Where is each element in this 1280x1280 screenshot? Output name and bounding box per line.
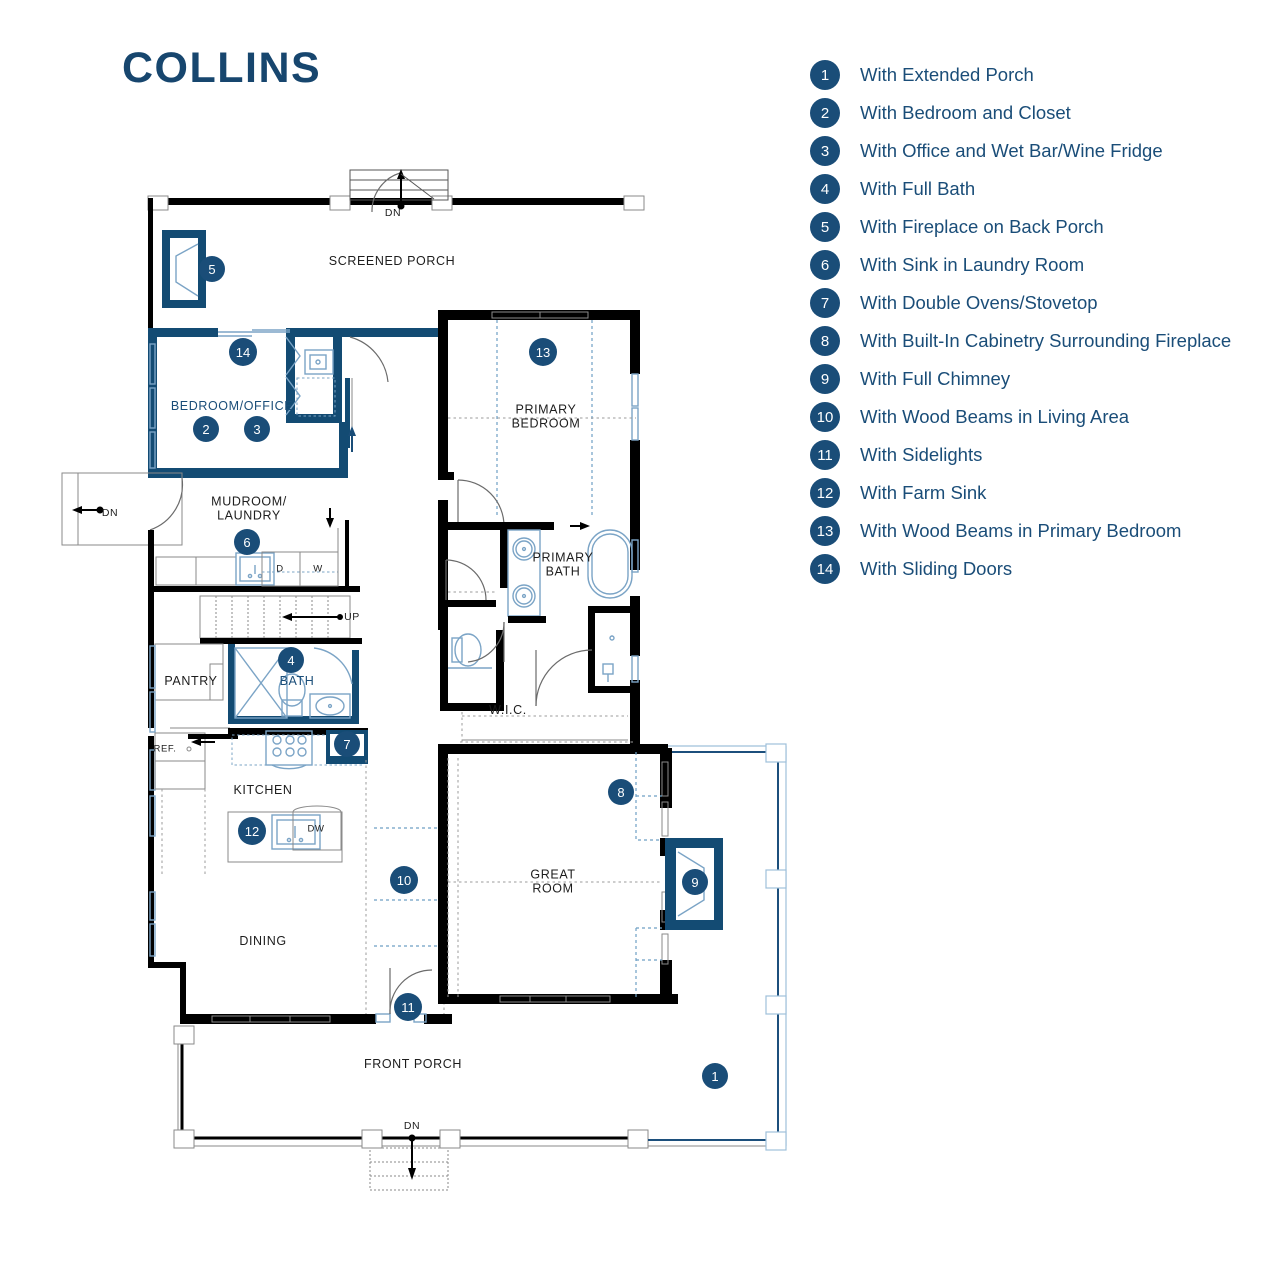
side-exit <box>61 472 184 546</box>
wic <box>440 712 668 754</box>
plan-marker-6[interactable]: 6 <box>234 529 260 555</box>
room-label-primary-bedroom: PRIMARY BEDROOM <box>511 402 581 431</box>
legend-badge: 1 <box>810 60 840 90</box>
back-stairs <box>349 169 449 213</box>
room-label-pantry: PANTRY <box>164 673 218 688</box>
page-title: COLLINS <box>122 44 322 92</box>
room-label-primary-bath: PRIMARY BATH <box>532 550 594 579</box>
legend-badge: 13 <box>810 516 840 546</box>
bedroom-office-walls <box>148 328 446 478</box>
legend-label: With Sidelights <box>860 444 983 465</box>
primary-bedroom <box>438 310 640 630</box>
back-porch-fireplace <box>162 230 206 308</box>
legend-label: With Wood Beams in Primary Bedroom <box>860 520 1182 541</box>
direction-label-dn-back-stairs: DN <box>384 206 402 219</box>
legend-badge: 12 <box>810 478 840 508</box>
mudroom-laundry <box>148 508 360 592</box>
legend-label: With Wood Beams in Living Area <box>860 406 1130 427</box>
legend-item[interactable]: 9 With Full Chimney <box>810 360 1270 398</box>
legend-badge: 8 <box>810 326 840 356</box>
room-label-front-porch: FRONT PORCH <box>363 1056 463 1071</box>
room-label-wic: W.I.C. <box>489 702 527 717</box>
plan-marker-8[interactable]: 8 <box>608 779 634 805</box>
room-label-bedroom-office: BEDROOM/OFFICE <box>170 398 294 413</box>
legend-badge: 9 <box>810 364 840 394</box>
legend-item[interactable]: 12 With Farm Sink <box>810 474 1270 512</box>
plan-marker-7[interactable]: 7 <box>334 731 360 757</box>
feature-legend: 1 With Extended Porch 2 With Bedroom and Cl… <box>810 56 1270 588</box>
legend-item[interactable]: 2 With Bedroom and Closet <box>810 94 1270 132</box>
legend-item[interactable]: 1 With Extended Porch <box>810 56 1270 94</box>
legend-badge: 4 <box>810 174 840 204</box>
legend-label: With Office and Wet Bar/Wine Fridge <box>860 140 1163 161</box>
legend-badge: 11 <box>810 440 840 470</box>
legend-label: With Built-In Cabinetry Surrounding Fire… <box>860 330 1232 351</box>
legend-item[interactable]: 10 With Wood Beams in Living Area <box>810 398 1270 436</box>
legend-label: With Double Ovens/Stovetop <box>860 292 1098 313</box>
legend-badge: 2 <box>810 98 840 128</box>
legend-item[interactable]: 5 With Fireplace on Back Porch <box>810 208 1270 246</box>
plan-marker-2[interactable]: 2 <box>193 416 219 442</box>
plan-marker-1[interactable]: 1 <box>702 1063 728 1089</box>
legend-badge: 14 <box>810 554 840 584</box>
legend-label: With Full Chimney <box>860 368 1011 389</box>
legend-item[interactable]: 13 With Wood Beams in Primary Bedroom <box>810 512 1270 550</box>
legend-label: With Bedroom and Closet <box>860 102 1071 123</box>
legend-item[interactable]: 7 With Double Ovens/Stovetop <box>810 284 1270 322</box>
legend-item[interactable]: 4 With Full Bath <box>810 170 1270 208</box>
room-label-great-room: GREAT ROOM <box>530 867 576 896</box>
room-label-screened-porch: SCREENED PORCH <box>328 253 456 268</box>
plan-marker-9[interactable]: 9 <box>682 869 708 895</box>
legend-item[interactable]: 3 With Office and Wet Bar/Wine Fridge <box>810 132 1270 170</box>
extended-porch-option <box>648 743 787 1151</box>
legend-badge: 6 <box>810 250 840 280</box>
legend-label: With Sink in Laundry Room <box>860 254 1085 275</box>
legend-item[interactable]: 14 With Sliding Doors <box>810 550 1270 588</box>
legend-label: With Farm Sink <box>860 482 987 503</box>
room-label-mudroom-laundry: MUDROOM/ LAUNDRY <box>211 494 287 523</box>
appliance-label-dishwasher: DW <box>307 823 325 835</box>
plan-marker-14[interactable]: 14 <box>229 338 257 366</box>
plan-marker-4[interactable]: 4 <box>278 647 304 673</box>
room-label-bath: BATH <box>279 673 315 688</box>
plan-marker-10[interactable]: 10 <box>390 866 418 894</box>
direction-label-dn-side-exit: DN <box>101 506 119 519</box>
appliance-label-refrigerator: REF. <box>153 743 177 755</box>
legend-label: With Sliding Doors <box>860 558 1013 579</box>
plan-marker-5[interactable]: 5 <box>199 256 225 282</box>
room-label-dining: DINING <box>239 933 287 948</box>
legend-badge: 3 <box>810 136 840 166</box>
appliance-label-washer: W <box>313 563 323 575</box>
plan-marker-13[interactable]: 13 <box>529 338 557 366</box>
front-porch <box>173 1025 786 1191</box>
appliance-label-dryer: D <box>276 563 284 575</box>
main-stairs <box>199 595 362 644</box>
primary-bath <box>440 522 640 746</box>
room-label-kitchen: KITCHEN <box>233 782 293 797</box>
direction-label-up-stairs: UP <box>344 610 360 623</box>
great-room <box>438 741 723 1004</box>
legend-badge: 5 <box>810 212 840 242</box>
legend-item[interactable]: 8 With Built-In Cabinetry Surrounding Fir… <box>810 322 1270 360</box>
legend-item[interactable]: 6 With Sink in Laundry Room <box>810 246 1270 284</box>
plan-marker-12[interactable]: 12 <box>238 817 266 845</box>
direction-label-dn-front-stairs: DN <box>403 1119 421 1132</box>
plan-marker-3[interactable]: 3 <box>244 416 270 442</box>
legend-item[interactable]: 11 With Sidelights <box>810 436 1270 474</box>
legend-label: With Fireplace on Back Porch <box>860 216 1104 237</box>
plan-marker-11[interactable]: 11 <box>394 993 422 1021</box>
legend-label: With Full Bath <box>860 178 976 199</box>
legend-label: With Extended Porch <box>860 64 1034 85</box>
legend-badge: 7 <box>810 288 840 318</box>
legend-badge: 10 <box>810 402 840 432</box>
